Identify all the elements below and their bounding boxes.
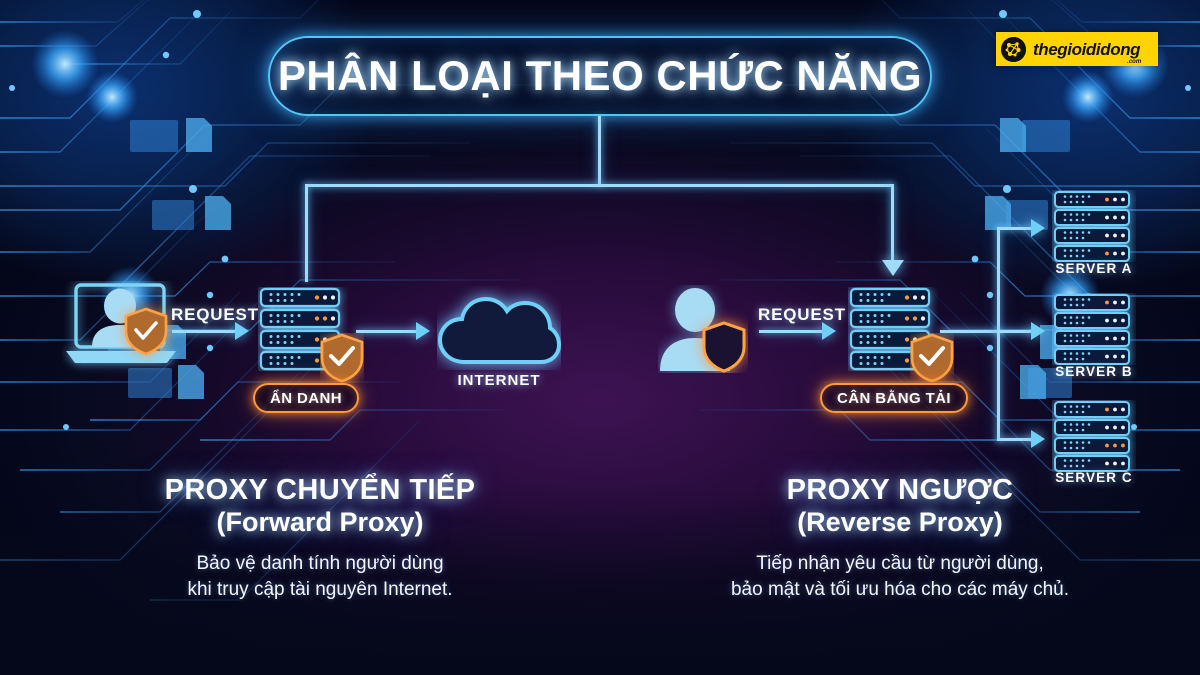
loadbalancer-bus-line [997,227,1000,441]
left-request-arrow-line [172,330,237,333]
left-proxy-shield-check-icon [320,333,364,383]
reverse-proxy-caption: PROXY NGƯỢC (Reverse Proxy) Tiếp nhận yê… [610,474,1190,602]
logo-brand-text: thegioididong .com [1033,39,1141,65]
connector-left-drop [305,184,308,282]
page-title-banner: PHÂN LOẠI THEO CHỨC NĂNG [268,36,932,116]
loadbalancer-trunk-line [940,330,1000,333]
cloud-icon [437,296,561,364]
left-proxy-badge: ẨN DANH [253,383,359,413]
left-proxy-badge-label: ẨN DANH [270,389,342,407]
connector-right-drop [891,184,894,262]
reverse-proxy-desc-line2: bảo mật và tối ưu hóa cho các máy chủ. [730,578,1069,600]
logo-suffix-label: .com [1127,58,1142,65]
server-b-icon [1054,294,1130,365]
right-request-arrowhead-icon [822,322,836,340]
logo-mark-icon [1001,36,1026,62]
server-c-line [997,438,1035,441]
left-request-label: REQUEST [171,305,259,324]
left-to-internet-line [356,330,418,333]
left-proxy-server-stack-icon [259,287,341,371]
right-proxy-badge-label: CÂN BẰNG TẢI [837,389,951,407]
logo-brand-label: thegioididong [1033,39,1141,59]
page-title: PHÂN LOẠI THEO CHỨC NĂNG [277,52,923,99]
server-a-arrowhead-icon [1031,219,1045,237]
reverse-proxy-title-vi: PROXY NGƯỢC [786,474,1014,506]
left-to-internet-arrowhead-icon [416,322,430,340]
server-c-icon [1054,401,1130,472]
left-request-arrowhead-icon [235,322,249,340]
background-vignette-bottom [0,485,1200,675]
forward-proxy-desc-line1: Bảo vệ danh tính người dùng [196,552,444,574]
server-a-label: SERVER A [1055,261,1133,276]
user-icon [660,288,746,373]
connector-title-stem [598,116,601,186]
server-a-icon [1054,191,1130,262]
server-c-label: SERVER C [1055,470,1133,485]
laptop-user-icon [66,283,176,363]
right-proxy-shield-check-icon [910,333,954,383]
right-proxy-badge: CÂN BẰNG TẢI [820,383,968,413]
right-request-arrow-line [759,330,824,333]
internet-label: INTERNET [457,372,541,389]
server-b-arrowhead-icon [1031,322,1045,340]
forward-proxy-desc-line2: khi truy cập tài nguyên Internet. [187,578,453,600]
connector-branch-bar [305,184,893,187]
server-b-line [997,330,1035,333]
right-request-label: REQUEST [758,305,846,324]
forward-proxy-title-en: (Forward Proxy) [216,507,424,538]
server-a-line [997,227,1035,230]
reverse-proxy-title-en: (Reverse Proxy) [797,507,1003,538]
connector-right-arrowhead-icon [882,260,904,276]
brand-logo[interactable]: thegioididong .com [996,32,1158,66]
server-c-arrowhead-icon [1031,430,1045,448]
reverse-proxy-desc-line1: Tiếp nhận yêu cầu từ người dùng, [756,552,1044,574]
forward-proxy-caption: PROXY CHUYỂN TIẾP (Forward Proxy) Bảo vệ… [40,474,600,602]
forward-proxy-title-vi: PROXY CHUYỂN TIẾP [164,474,476,506]
server-b-label: SERVER B [1055,364,1133,379]
